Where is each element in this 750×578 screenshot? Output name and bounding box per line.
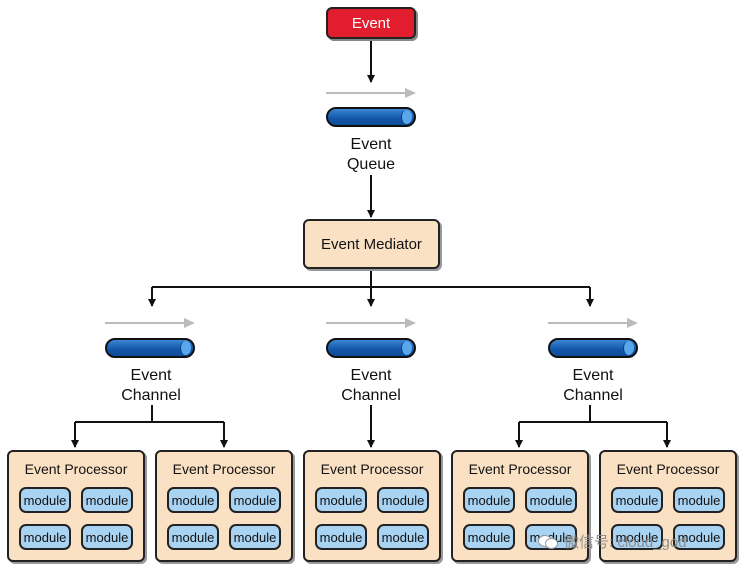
watermark-text: 微信号: cloud_god bbox=[564, 533, 687, 551]
event-mediator: Event Mediator bbox=[303, 219, 440, 269]
watermark: 微信号: cloud_god bbox=[538, 530, 687, 552]
event-channel-pipe bbox=[326, 338, 416, 358]
channel-label-line1: Event bbox=[572, 367, 614, 384]
channel-flow-arrow-icon bbox=[548, 318, 638, 328]
channel-label-line1: Event bbox=[130, 367, 172, 384]
event-node: Event bbox=[326, 7, 416, 39]
event-processor: Event Processor module module module mod… bbox=[451, 450, 589, 562]
channel-flow-arrow-icon bbox=[326, 318, 416, 328]
event-processor: Event Processor module module module mod… bbox=[155, 450, 293, 562]
event-channel-pipe bbox=[105, 338, 195, 358]
module-box: module bbox=[463, 524, 515, 550]
channel-label-line2: Channel bbox=[121, 387, 181, 404]
module-box: module bbox=[167, 487, 219, 513]
module-box: module bbox=[611, 524, 663, 550]
event-queue-label-line1: Event bbox=[350, 136, 392, 153]
module-box: module bbox=[673, 524, 725, 550]
module-box: module bbox=[81, 524, 133, 550]
event-channel-pipe bbox=[548, 338, 638, 358]
event-processor-title: Event Processor bbox=[616, 461, 720, 477]
wechat-icon bbox=[538, 533, 558, 549]
event-queue-pipe bbox=[326, 107, 416, 127]
event-channel-label: Event Channel bbox=[311, 366, 431, 406]
channel-label-line2: Channel bbox=[341, 387, 401, 404]
module-box: module bbox=[673, 487, 725, 513]
queue-flow-arrow-icon bbox=[326, 88, 416, 98]
event-processor: Event Processor module module module mod… bbox=[7, 450, 145, 562]
channel-label-line2: Channel bbox=[563, 387, 623, 404]
event-processor: Event Processor module module module mod… bbox=[303, 450, 441, 562]
event-queue-label: Event Queue bbox=[311, 135, 431, 175]
module-box: module bbox=[167, 524, 219, 550]
event-processor-title: Event Processor bbox=[24, 461, 128, 477]
module-box: module bbox=[19, 524, 71, 550]
event-processor: Event Processor module module module mod… bbox=[599, 450, 737, 562]
module-box: module bbox=[229, 487, 281, 513]
module-box: module bbox=[377, 524, 429, 550]
event-queue-label-line2: Queue bbox=[346, 156, 396, 173]
module-box: module bbox=[229, 524, 281, 550]
event-processor-title: Event Processor bbox=[172, 461, 276, 477]
event-processor-title: Event Processor bbox=[320, 461, 424, 477]
event-channel-label: Event Channel bbox=[533, 366, 653, 406]
module-box: module bbox=[19, 487, 71, 513]
module-box: module bbox=[315, 524, 367, 550]
event-processor-title: Event Processor bbox=[468, 461, 572, 477]
module-box: module bbox=[377, 487, 429, 513]
module-box: module bbox=[611, 487, 663, 513]
module-box: module bbox=[525, 487, 577, 513]
channel-flow-arrow-icon bbox=[105, 318, 195, 328]
module-box: module bbox=[81, 487, 133, 513]
event-channel-label: Event Channel bbox=[91, 366, 211, 406]
module-box: module bbox=[463, 487, 515, 513]
channel-label-line1: Event bbox=[350, 367, 392, 384]
module-box: module bbox=[315, 487, 367, 513]
